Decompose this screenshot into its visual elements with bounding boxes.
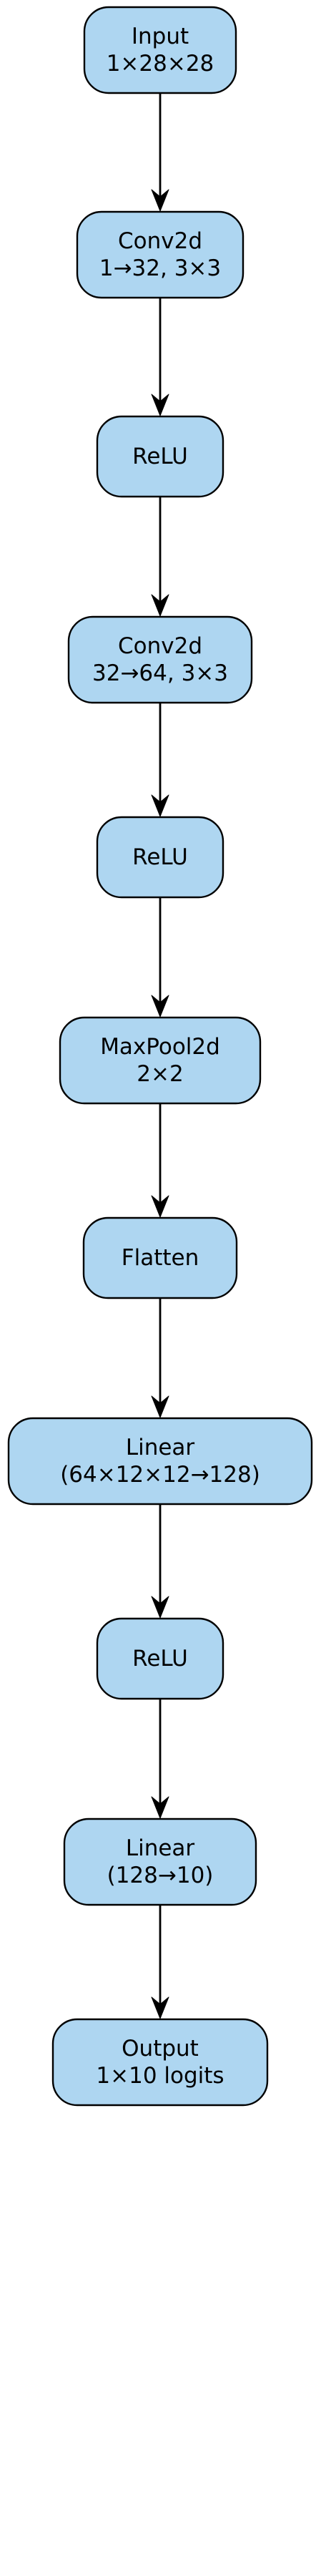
node-relu-1: ReLU	[96, 415, 224, 498]
node-box	[7, 1417, 313, 1506]
node-title: Linear	[126, 1435, 195, 1460]
node-title: MaxPool2d	[100, 1034, 220, 1060]
node-detail: 2×2	[137, 1061, 183, 1087]
edge-arrow	[151, 93, 169, 212]
arrowhead-icon	[151, 1596, 169, 1619]
edge-arrow	[151, 1298, 169, 1418]
arrowhead-icon	[151, 594, 169, 617]
node-title: Conv2d	[118, 633, 202, 659]
node-relu-2: ReLU	[96, 816, 224, 899]
arrowhead-icon	[151, 1395, 169, 1418]
edge-arrow	[151, 703, 169, 817]
edge-arrow	[151, 497, 169, 617]
node-title: Flatten	[122, 1245, 199, 1271]
node-box	[96, 1617, 224, 1700]
node-detail: (64×12×12→128)	[60, 1462, 260, 1488]
edge-arrow	[151, 1103, 169, 1218]
node-detail: (128→10)	[107, 1863, 214, 1888]
node-box	[96, 415, 224, 498]
node-box	[83, 6, 237, 94]
node-title: Linear	[126, 1835, 195, 1861]
node-detail: 32→64, 3×3	[92, 660, 228, 686]
arrowhead-icon	[151, 189, 169, 212]
node-detail: 1→32, 3×3	[99, 255, 221, 281]
arrowhead-icon	[151, 1195, 169, 1218]
node-title: ReLU	[132, 844, 188, 870]
arrowhead-icon	[151, 794, 169, 817]
node-title: Input	[132, 24, 189, 49]
arrowhead-icon	[151, 1796, 169, 1819]
node-box	[82, 1216, 238, 1299]
arrowhead-icon	[151, 394, 169, 416]
node-flatten: Flatten	[82, 1216, 238, 1299]
node-detail: 1×28×28	[107, 51, 214, 77]
node-box	[59, 1016, 262, 1105]
edge-arrow	[151, 897, 169, 1018]
edge-arrow	[151, 1905, 169, 2019]
node-box	[51, 2018, 269, 2107]
arrowhead-icon	[151, 1996, 169, 2019]
node-title: ReLU	[132, 444, 188, 469]
node-linear-2: Linear(128→10)	[63, 1818, 257, 1906]
node-title: ReLU	[132, 1646, 188, 1672]
node-box	[76, 210, 245, 299]
node-box	[96, 816, 224, 899]
edge-arrow	[151, 1504, 169, 1619]
arrowhead-icon	[151, 995, 169, 1018]
node-box	[63, 1818, 257, 1906]
node-title: Output	[122, 2036, 199, 2062]
edge-arrow	[151, 1699, 169, 1819]
node-linear-1: Linear(64×12×12→128)	[7, 1417, 313, 1506]
node-detail: 1×10 logits	[96, 2063, 224, 2089]
node-relu-3: ReLU	[96, 1617, 224, 1700]
edges-layer	[151, 93, 169, 2019]
node-box	[67, 615, 253, 704]
node-title: Conv2d	[118, 228, 202, 254]
edge-arrow	[151, 298, 169, 416]
